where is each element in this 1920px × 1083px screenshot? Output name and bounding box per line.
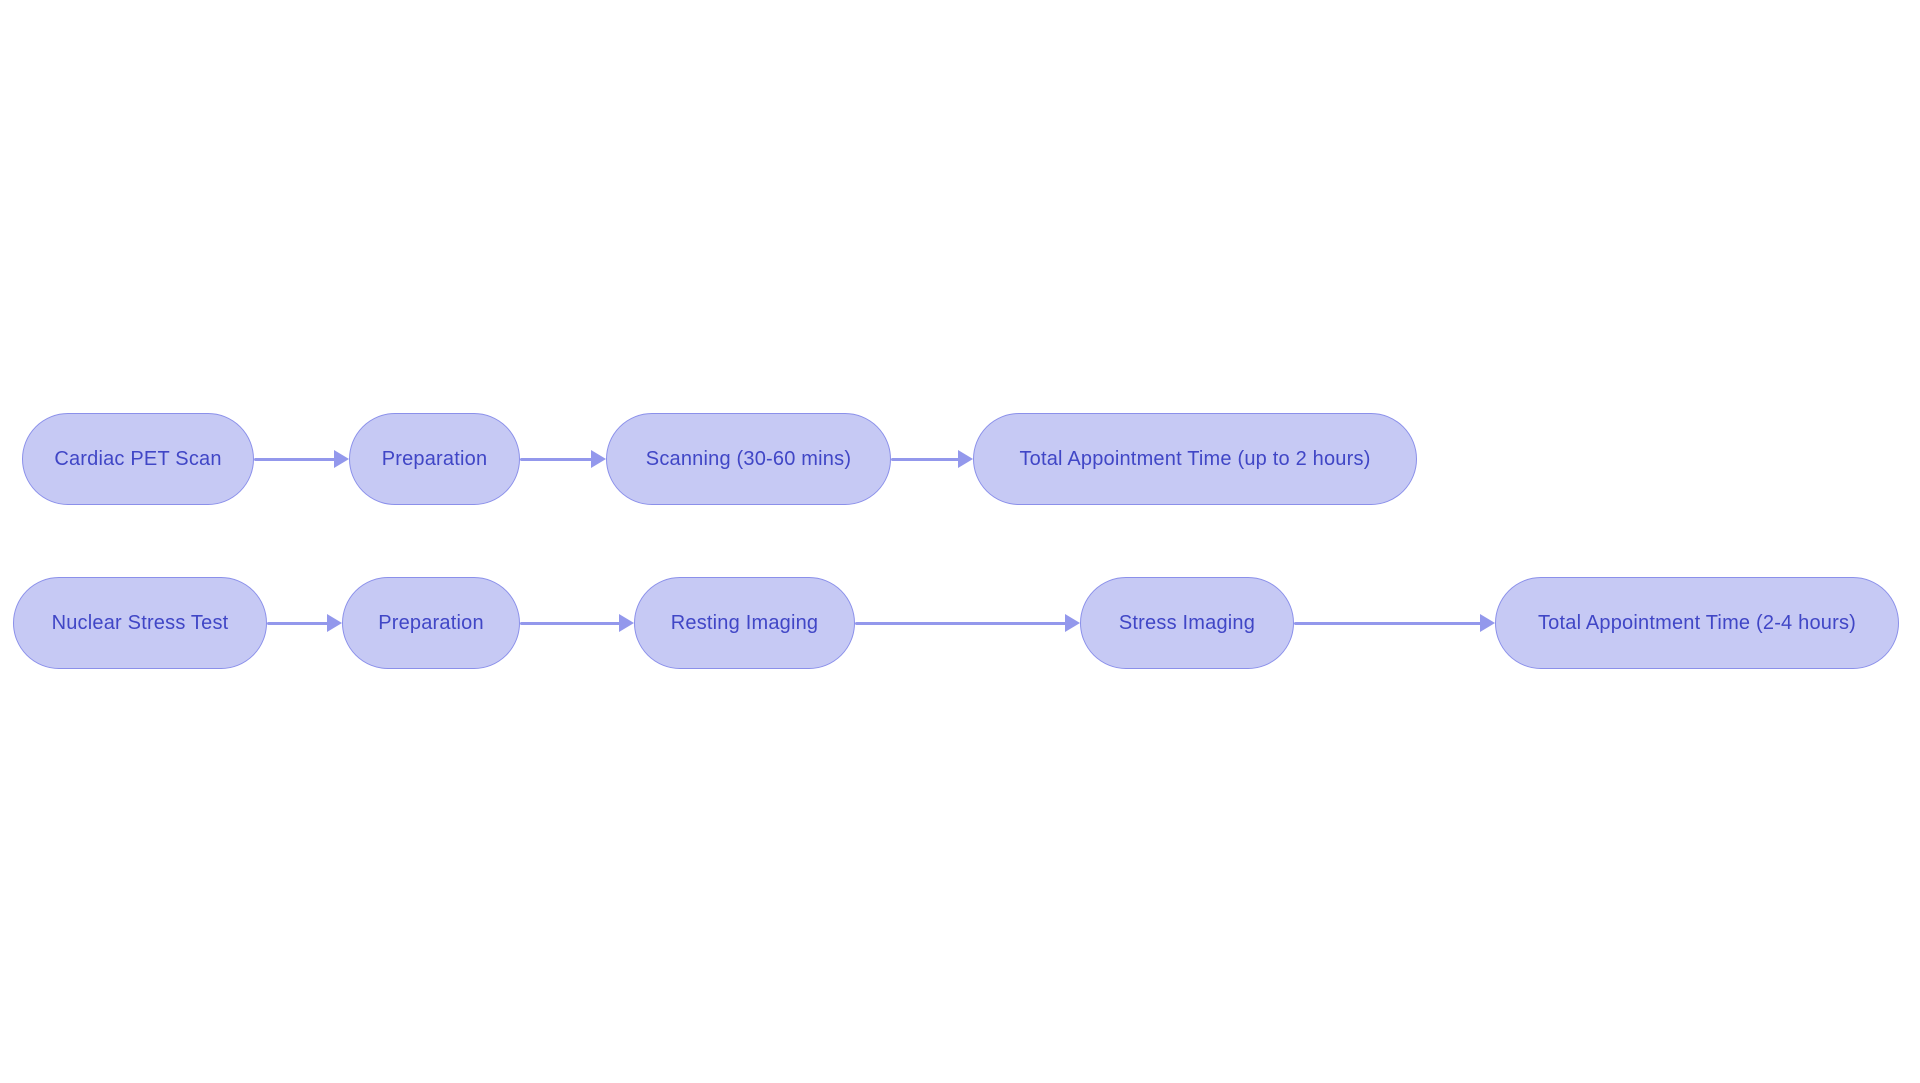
flow-arrow bbox=[891, 450, 973, 468]
flow-arrow bbox=[267, 614, 342, 632]
flow-arrow bbox=[520, 614, 634, 632]
flow-arrow bbox=[254, 450, 349, 468]
flow-node-preparation-nst: Preparation bbox=[342, 577, 520, 669]
flow-node-resting-imaging: Resting Imaging bbox=[634, 577, 855, 669]
flow-node-nuclear-stress-test: Nuclear Stress Test bbox=[13, 577, 267, 669]
flow-node-stress-imaging: Stress Imaging bbox=[1080, 577, 1294, 669]
flow-node-preparation-pet: Preparation bbox=[349, 413, 520, 505]
flow-node-scanning: Scanning (30-60 mins) bbox=[606, 413, 891, 505]
flow-node-total-time-nst: Total Appointment Time (2-4 hours) bbox=[1495, 577, 1899, 669]
flow-arrow bbox=[855, 614, 1080, 632]
flow-arrow bbox=[520, 450, 606, 468]
flow-node-total-time-pet: Total Appointment Time (up to 2 hours) bbox=[973, 413, 1417, 505]
flow-node-cardiac-pet-scan: Cardiac PET Scan bbox=[22, 413, 254, 505]
flow-arrow bbox=[1294, 614, 1495, 632]
